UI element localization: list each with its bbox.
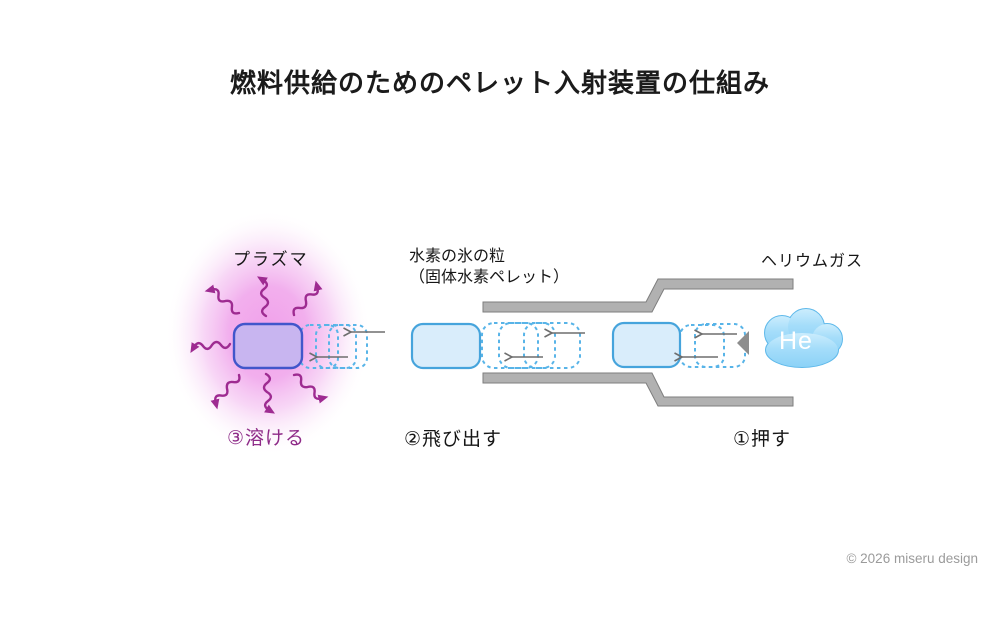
- wavy-arrow-down-icon: [262, 372, 276, 414]
- pellet-ghost: [328, 324, 368, 369]
- hydrogen-ice-pellet: [410, 322, 482, 370]
- pellet-ghost: [481, 322, 539, 369]
- wavy-arrow-down-left-icon: [210, 373, 241, 410]
- hydrogen-pellet-group: [410, 322, 585, 370]
- pellet-ghost: [679, 324, 725, 368]
- step-3-melt-label: ③溶ける: [227, 428, 306, 449]
- wavy-arrow-up-icon: [256, 276, 270, 318]
- plasma-radiation-arrows: [190, 276, 329, 414]
- pellet-ghost: [299, 324, 339, 369]
- step-1-push-label: ①押す: [733, 429, 792, 450]
- hydrogen-pellet-label-line2: （固体水素ペレット）: [409, 269, 570, 286]
- hydrogen-pellet-label: 水素の氷の粒 （固体水素ペレット）: [409, 246, 569, 288]
- pellet-ghost: [498, 322, 556, 369]
- wavy-arrow-up-right-icon: [292, 280, 323, 317]
- injector-tube-top-wall: [482, 278, 794, 313]
- helium-symbol: He: [779, 327, 813, 355]
- wavy-arrow-left-icon: [190, 340, 232, 354]
- injector-tube-bottom-wall: [482, 372, 794, 407]
- pellet-ghost: [523, 322, 581, 369]
- step-2-eject-label: ②飛び出す: [404, 429, 503, 450]
- plasma-pellet-group: [232, 322, 385, 370]
- plasma-label: プラズマ: [233, 250, 309, 269]
- hydrogen-pellet-label-line1: 水素の氷の粒: [409, 248, 506, 265]
- hydrogen-ice-pellet: [611, 321, 682, 369]
- helium-cloud: [764, 308, 843, 368]
- wavy-arrow-up-left-icon: [204, 284, 241, 315]
- pellet-ghost: [694, 323, 746, 368]
- diagram-title: 燃料供給のためのペレット入射装置の仕組み: [229, 68, 770, 98]
- helium-gas-label: ヘリウムガス: [761, 253, 864, 270]
- wavy-arrow-down-right-icon: [292, 373, 329, 404]
- melting-pellet: [232, 322, 304, 370]
- tube-pellet-group: [611, 321, 749, 369]
- copyright-text: © 2026 miseru design: [846, 551, 978, 566]
- push-arrowhead-icon: [737, 331, 749, 355]
